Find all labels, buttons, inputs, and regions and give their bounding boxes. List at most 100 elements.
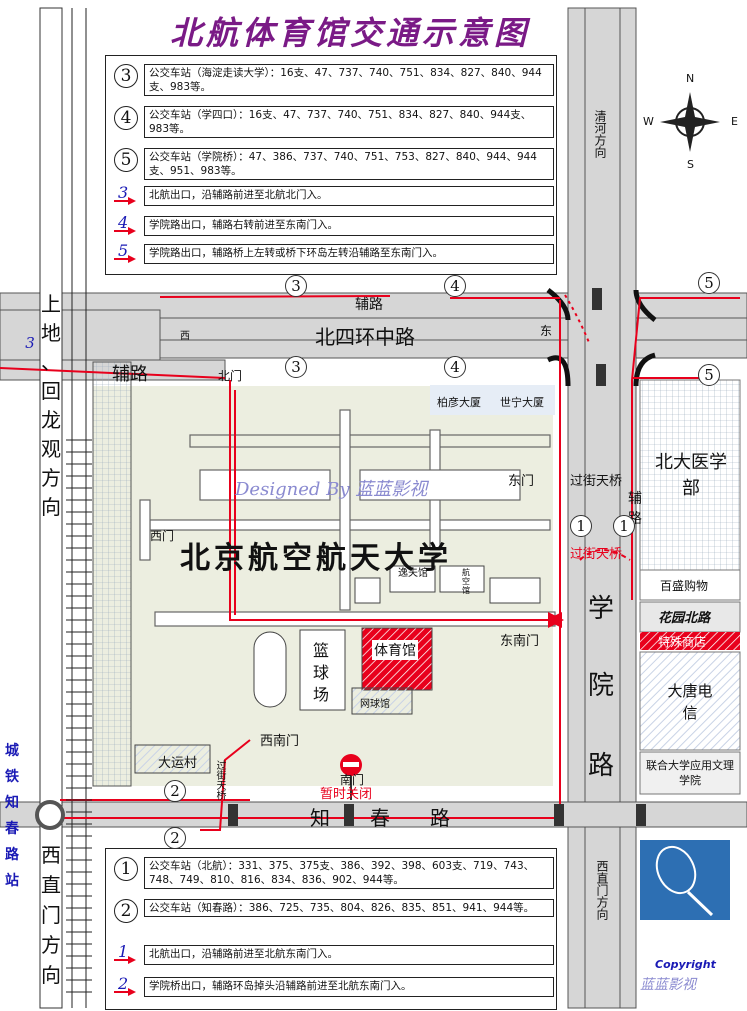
red-arrow-icon [114, 227, 136, 235]
bus-stop-text: 公交车站（学四口）：16支、47、737、740、751、834、827、840… [144, 106, 554, 138]
road-label-zhichun-3: 路 [430, 806, 450, 830]
road-label-fu-1: 辅 [628, 491, 642, 507]
building-tiyuguan: 体育馆 [372, 640, 418, 660]
map-marker: 4 [444, 356, 466, 378]
bus-stop-marker: 2 [114, 899, 138, 923]
building-shining: 世宁大厦 [500, 396, 544, 409]
building-yifu: 逸夫馆 [398, 568, 428, 579]
map-marker: 1 [570, 515, 592, 537]
compass-s: S [687, 158, 694, 171]
building-datang: 大唐电信 [667, 682, 713, 722]
compass-n: N [686, 72, 695, 85]
bottom-info-panel: 1 公交车站（北航）：331、375、375支、386、392、398、603支… [105, 848, 557, 1010]
building-hangkong: 航空馆 [462, 568, 470, 595]
red-arrow-icon [114, 197, 136, 205]
gate-east: 东门 [508, 474, 535, 489]
gate-southeast: 东南门 [500, 634, 540, 649]
route-text: 北航出口，沿辅路前进至北航北门入。 [144, 186, 554, 206]
map-marker: 3 [285, 356, 307, 378]
road-label-xizhimen-right: 西直门方向 [595, 860, 609, 920]
station-icon [35, 800, 65, 830]
subway-station-label: 城铁 知春 路站 [5, 743, 19, 889]
building-boyan: 柏彦大厦 [437, 396, 481, 409]
rail-track [71, 8, 87, 1008]
no-entry-sign [340, 754, 362, 800]
bus-stop-text: 公交车站（海淀走读大学）：16支、47、737、740、751、834、827、… [144, 64, 554, 96]
building-baisheng: 百盛购物 [660, 579, 709, 593]
top-info-panel: 3 公交车站（海淀走读大学）：16支、47、737、740、751、834、82… [105, 55, 557, 275]
building-lianhe: 联合大学应用文理学院 [646, 759, 734, 787]
red-arrow-icon [114, 988, 136, 996]
map-marker: 4 [444, 275, 466, 297]
road-label-xueyuan-3: 路 [588, 751, 615, 781]
info-row: 2 公交车站（知春路）：386、725、735、804、826、835、851、… [114, 899, 554, 933]
gate-south: 南门 [340, 773, 365, 787]
overpass-label: 过街天桥 [570, 547, 623, 562]
copyright-label: Copyright [655, 958, 716, 971]
road-huayuan: 花园北路 [658, 611, 711, 626]
info-row: 1 公交车站（北航）：331、375、375支、386、392、398、603支… [114, 857, 554, 891]
traffic-lights [228, 288, 646, 826]
building-dayuncun: 大运村 [158, 756, 198, 771]
copyright-author: 蓝蓝影视 [640, 977, 696, 993]
campus-name: 北京航空航天大学 [180, 541, 452, 576]
designed-by: Designed By 蓝蓝影视 [235, 479, 428, 500]
route-text: 北航出口，沿辅路前进至北航东南门入。 [144, 945, 554, 965]
route-row: 4 学院路出口，辅路右转前进至东南门入。 [114, 213, 554, 242]
route-marker: 2 [118, 974, 129, 993]
overpass-label: 过街天桥 [570, 474, 623, 489]
bus-stop-marker: 4 [114, 106, 138, 130]
road-label-zhichun-1: 知 [310, 806, 330, 830]
building-special: 特殊商店 [658, 635, 707, 649]
route-marker: 4 [118, 213, 129, 232]
building-wangqiu: 网球馆 [360, 699, 390, 710]
route-row: 2 学院桥出口，辅路环岛掉头沿辅路前进至北航东南门入。 [114, 974, 554, 1003]
bus-stop-text: 公交车站（北航）：331、375、375支、386、392、398、603支、7… [144, 857, 554, 889]
zhichun-road [0, 801, 747, 828]
route-row: 5 学院路出口，辅路桥上左转或桥下环岛左转沿辅路至东南门入。 [114, 241, 554, 270]
info-row: 5 公交车站（学院桥）：47、386、737、740、751、753、827、8… [114, 148, 554, 182]
route-marker: 3 [118, 183, 129, 202]
building-lanqiu: 篮球场 [312, 641, 329, 704]
road-label-fulu-top: 辅路 [355, 297, 383, 313]
compass-w: W [643, 115, 654, 128]
bus-stop-text: 公交车站（学院桥）：47、386、737、740、751、753、827、840… [144, 148, 554, 180]
bus-stop-marker: 3 [114, 64, 138, 88]
direction-west: 西 [180, 331, 190, 342]
direction-xizhimen: 西直 门方 向 [41, 843, 61, 987]
road-label-fulu-left: 辅路 [112, 364, 148, 385]
bus-stop-marker: 5 [114, 148, 138, 172]
map-marker: 2 [164, 827, 186, 849]
route-text: 学院路出口，辅路右转前进至东南门入。 [144, 216, 554, 236]
info-row: 4 公交车站（学四口）：16支、47、737、740、751、834、827、8… [114, 106, 554, 140]
bus-stop-marker: 1 [114, 857, 138, 881]
map-marker: 3 [25, 334, 35, 352]
compass-rose [660, 92, 720, 152]
route-lines [0, 294, 740, 831]
route-text: 学院路出口，辅路桥上左转或桥下环岛左转沿辅路至东南门入。 [144, 244, 554, 264]
road-label-xueyuan-1: 学 [588, 594, 615, 624]
direction-east: 东 [540, 324, 553, 338]
map-marker: 1 [613, 515, 635, 537]
page-title: 北航体育馆交通示意图 [169, 14, 530, 52]
route-text: 学院桥出口，辅路环岛掉头沿辅路前进至北航东南门入。 [144, 977, 554, 997]
red-arrow-icon [114, 956, 136, 964]
route-row: 3 北航出口，沿辅路前进至北航北门入。 [114, 183, 554, 212]
route-marker: 5 [118, 241, 129, 260]
road-label-xueyuan-2: 院 [588, 671, 615, 701]
map-marker: 3 [285, 275, 307, 297]
building-beida: 北大医学部 [655, 452, 727, 499]
route-marker: 1 [118, 942, 129, 961]
red-arrow-icon [114, 255, 136, 263]
road-label-qinghe: 清河方向 [593, 110, 607, 158]
gate-west: 西门 [150, 529, 175, 543]
map-marker: 2 [164, 780, 186, 802]
temp-closed: 暂时关闭 [320, 787, 373, 802]
route-row: 1 北航出口，沿辅路前进至北航东南门入。 [114, 942, 554, 971]
road-label-zhichun-2: 春 [370, 806, 390, 830]
xueyuan-road [567, 7, 637, 1009]
gate-southwest: 西南门 [260, 734, 300, 749]
compass-e: E [731, 115, 738, 128]
map-marker: 5 [698, 272, 720, 294]
